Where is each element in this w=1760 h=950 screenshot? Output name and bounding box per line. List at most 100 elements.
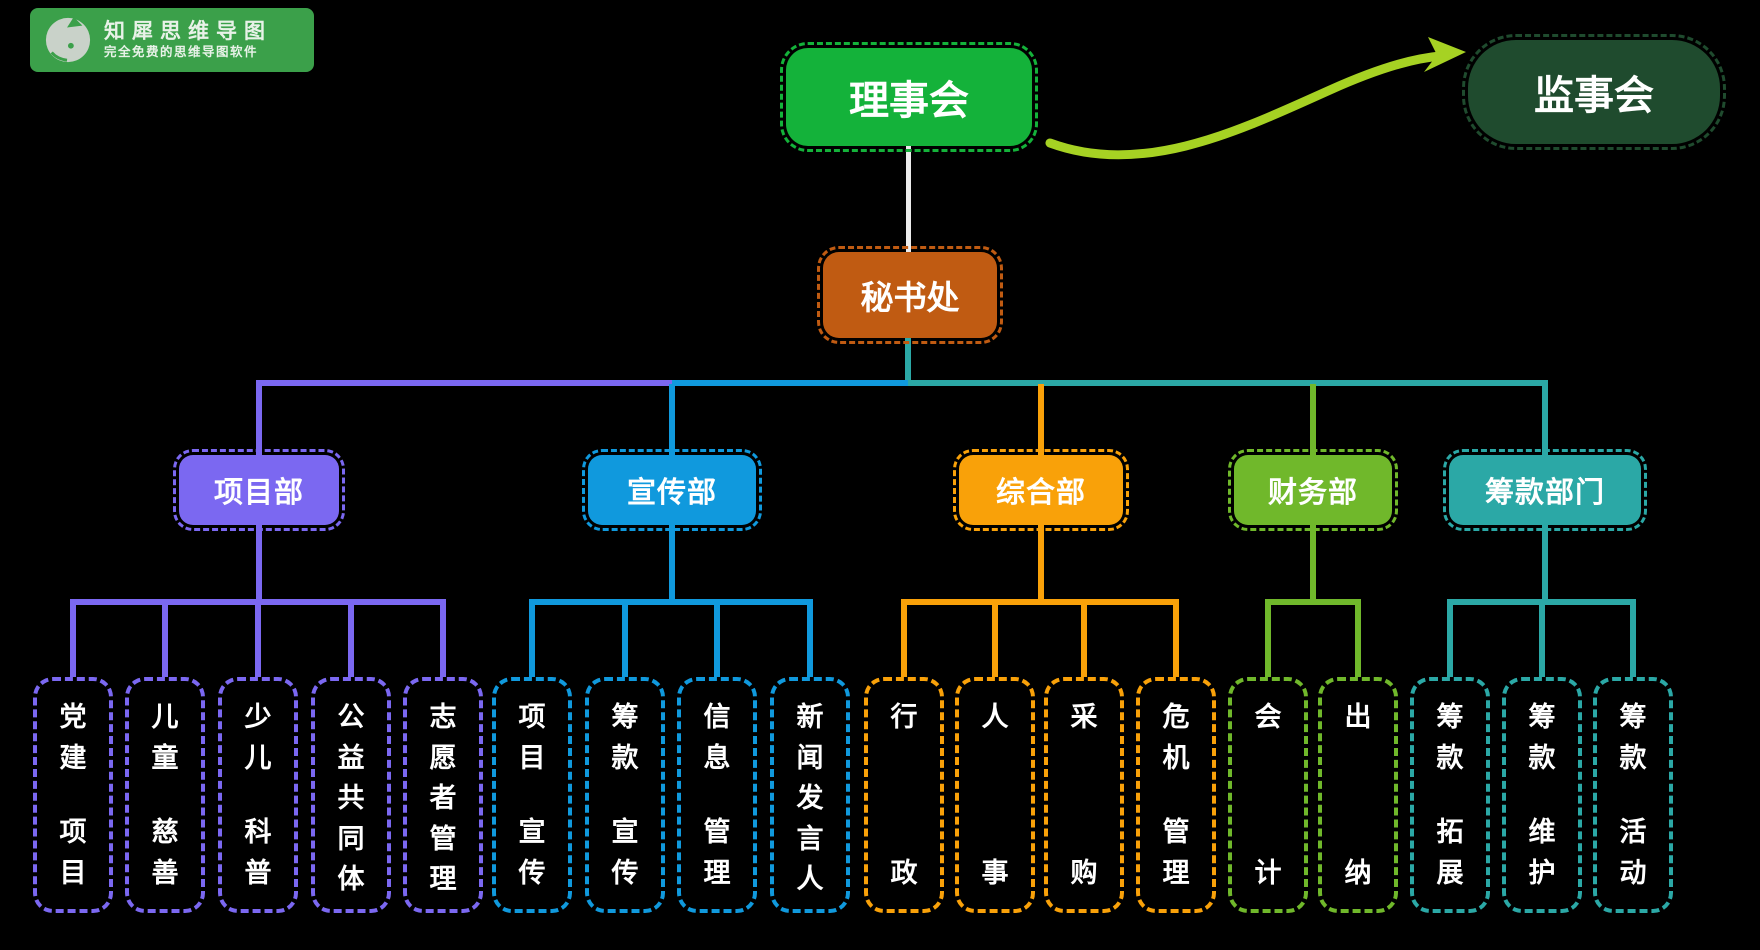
connector-drop-child: [1447, 603, 1453, 679]
child-node-fundraising-expansion[interactable]: 筹款 拓展: [1410, 677, 1490, 913]
connector-drop-child: [807, 603, 813, 679]
child-label-bottom: 宣传: [611, 817, 639, 888]
child-label-top: 危机: [1162, 702, 1190, 773]
child-label-bottom: 共同体: [337, 783, 365, 894]
child-node-crisis-management[interactable]: 危机 管理: [1136, 677, 1216, 913]
child-label-bottom: 购: [1070, 857, 1098, 888]
child-label-top: 信息: [703, 702, 731, 773]
connector-drop-dept: [256, 384, 262, 456]
child-label-bottom: 纳: [1344, 857, 1372, 888]
connector-drop-child: [1630, 603, 1636, 679]
connector-childbus: [70, 599, 446, 605]
child-label-top: 党建: [59, 702, 87, 773]
connector-bus-teal: [908, 380, 1548, 386]
dept-label: 宣传部: [626, 477, 717, 509]
node-supervisory-board-label: 监事会: [1534, 74, 1654, 118]
child-label-top: 项目: [518, 702, 546, 773]
child-node-children-charity[interactable]: 儿童 慈善: [125, 677, 205, 913]
child-label-bottom: 项目: [59, 817, 87, 888]
child-label-bottom: 维护: [1528, 817, 1556, 888]
logo-subtitle: 完全免费的思维导图软件: [104, 45, 259, 60]
child-node-party-building[interactable]: 党建 项目: [33, 677, 113, 913]
child-label-bottom: 事: [981, 857, 1009, 888]
connector-drop-child: [901, 603, 907, 679]
connector-drop-child: [70, 603, 76, 679]
node-secretariat[interactable]: 秘书处: [817, 246, 1003, 344]
child-label-top: 会: [1254, 702, 1282, 732]
node-board[interactable]: 理事会: [780, 42, 1038, 152]
dept-node-general[interactable]: 综合部: [953, 449, 1129, 531]
child-node-procurement[interactable]: 采 购: [1044, 677, 1124, 913]
child-label-bottom: 政: [890, 857, 918, 888]
child-label-top: 采: [1070, 702, 1098, 732]
child-label-bottom: 管理: [429, 823, 457, 895]
connector-drop-child: [1265, 603, 1271, 679]
dept-node-publicity[interactable]: 宣传部: [582, 449, 762, 531]
app-logo[interactable]: 知犀思维导图 完全免费的思维导图软件: [30, 8, 314, 72]
connector-dept-childbus: [256, 523, 262, 603]
child-node-project-publicity[interactable]: 项目 宣传: [492, 677, 572, 913]
child-label-bottom: 管理: [703, 817, 731, 888]
child-node-fundraising-events[interactable]: 筹款 活动: [1593, 677, 1673, 913]
child-label-bottom: 计: [1254, 857, 1282, 888]
connector-dept-childbus: [669, 523, 675, 603]
node-board-label: 理事会: [849, 79, 969, 123]
child-label-top: 志愿者: [429, 702, 457, 813]
connector-childbus: [901, 599, 1179, 605]
child-node-administration[interactable]: 行 政: [864, 677, 944, 913]
child-node-fundraising-maintenance[interactable]: 筹款 维护: [1502, 677, 1582, 913]
child-node-human-resources[interactable]: 人 事: [955, 677, 1035, 913]
child-node-fundraising-publicity[interactable]: 筹款 宣传: [585, 677, 665, 913]
connector-dept-childbus: [1038, 523, 1044, 603]
connector-drop-child: [1173, 603, 1179, 679]
dept-label: 财务部: [1267, 477, 1358, 509]
rhino-icon: [45, 16, 91, 63]
child-label-bottom: 慈善: [151, 817, 179, 888]
child-node-accounting[interactable]: 会 计: [1228, 677, 1308, 913]
child-label-top: 行: [890, 702, 918, 732]
child-label-bottom: 活动: [1619, 817, 1647, 888]
connector-root-secretariat: [906, 146, 911, 252]
connector-childbus: [1447, 599, 1636, 605]
connector-drop-child: [162, 603, 168, 679]
child-node-news-spokesperson[interactable]: 新闻 发言人: [770, 677, 850, 913]
child-label-top: 筹款: [1436, 702, 1464, 773]
connector-drop-child: [622, 603, 628, 679]
child-node-volunteer-management[interactable]: 志愿者 管理: [403, 677, 483, 913]
connector-drop-child: [529, 603, 535, 679]
child-label-bottom: 管理: [1162, 817, 1190, 888]
dept-label: 项目部: [213, 477, 304, 509]
connector-drop-child: [348, 603, 354, 679]
connector-childbus: [1265, 599, 1361, 605]
connector-drop-child: [440, 603, 446, 679]
connector-drop-dept: [669, 384, 675, 456]
connector-drop-child: [1081, 603, 1087, 679]
child-label-bottom: 发言人: [796, 783, 824, 894]
child-label-top: 公益: [337, 702, 365, 773]
child-label-top: 儿童: [151, 702, 179, 773]
child-label-top: 少儿: [244, 702, 272, 773]
child-node-welfare-community[interactable]: 公益 共同体: [311, 677, 391, 913]
dept-node-fundraising[interactable]: 筹款部门: [1443, 449, 1647, 531]
connector-drop-child: [714, 603, 720, 679]
child-label-top: 出: [1344, 702, 1372, 732]
child-node-kids-science[interactable]: 少儿 科普: [218, 677, 298, 913]
connector-drop-child: [1355, 603, 1361, 679]
connector-drop-child: [1539, 603, 1545, 679]
child-label-bottom: 科普: [244, 817, 272, 888]
connector-dept-childbus: [1310, 523, 1316, 603]
connector-drop-dept: [1310, 384, 1316, 456]
node-secretariat-label: 秘书处: [860, 279, 960, 316]
dept-node-project[interactable]: 项目部: [173, 449, 345, 531]
connector-dept-childbus: [1542, 523, 1548, 603]
child-label-bottom: 拓展: [1436, 817, 1464, 888]
child-label-top: 筹款: [1528, 702, 1556, 773]
dept-label: 筹款部门: [1484, 477, 1605, 509]
child-node-cashier[interactable]: 出 纳: [1318, 677, 1398, 913]
logo-title: 知犀思维导图: [104, 20, 272, 44]
node-supervisory-board[interactable]: 监事会: [1462, 34, 1726, 150]
child-node-information-management[interactable]: 信息 管理: [677, 677, 757, 913]
child-label-top: 新闻: [796, 702, 824, 773]
connector-drop-dept: [1038, 384, 1044, 456]
dept-node-finance[interactable]: 财务部: [1228, 449, 1398, 531]
